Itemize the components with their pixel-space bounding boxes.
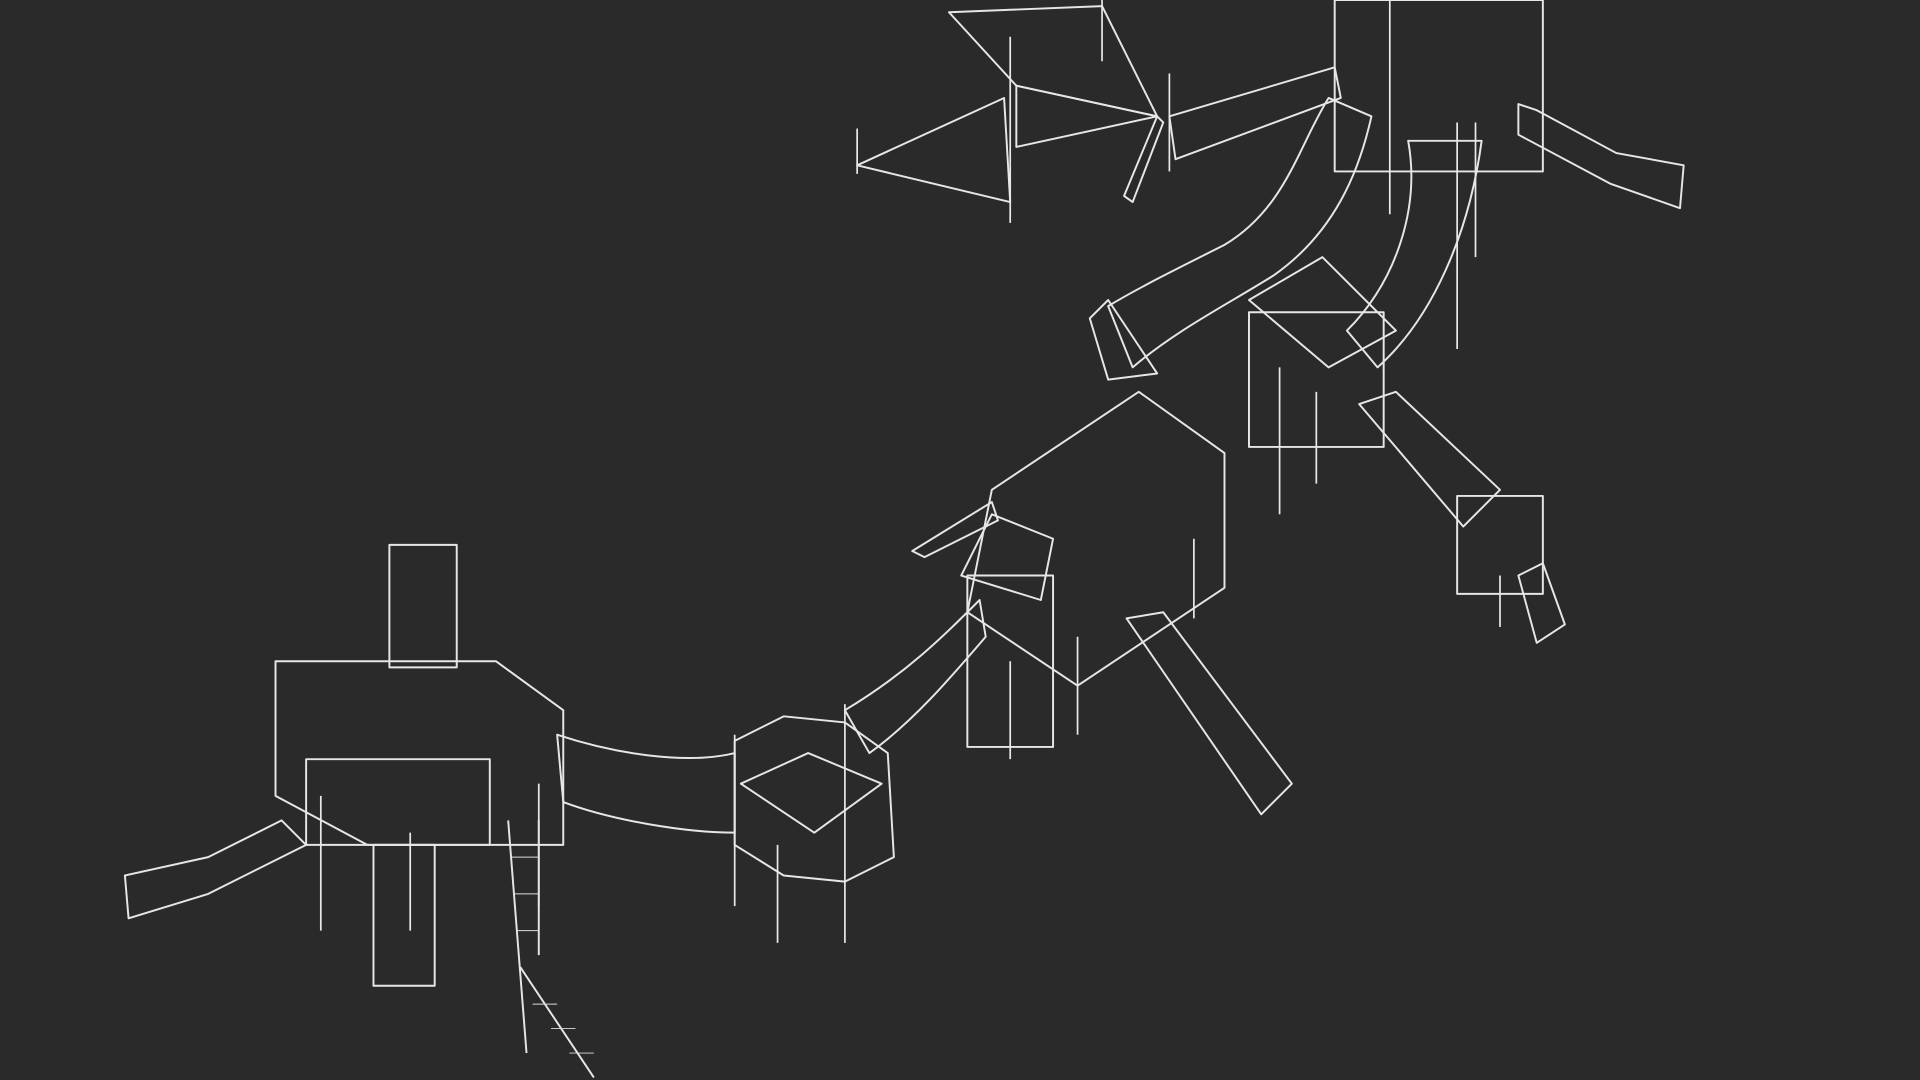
roofed-tower [1248, 256, 1397, 515]
ladder-left [372, 820, 595, 1079]
rope-bridge-left [556, 733, 736, 834]
slide-left [123, 819, 308, 920]
rope-ladder-right [1358, 390, 1566, 644]
tube-slide [1088, 96, 1373, 381]
slide-top-right [1517, 103, 1685, 210]
slide-center [1125, 611, 1293, 816]
climbing-net-structure [856, 0, 1171, 223]
rope-bridge-middle [843, 599, 987, 755]
rope-bridge-top [1168, 66, 1342, 161]
tower-top-right [1333, 0, 1544, 349]
tunnel-ramp [1345, 139, 1483, 369]
